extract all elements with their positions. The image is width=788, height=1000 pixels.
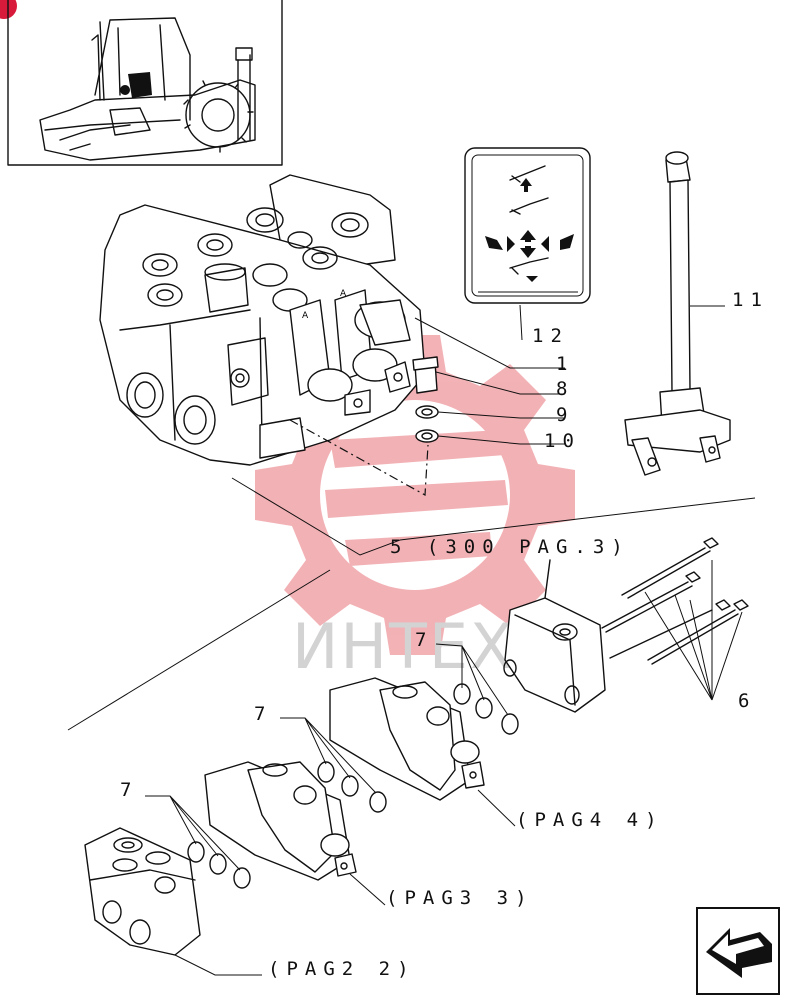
back-navigation-button[interactable] — [696, 907, 780, 995]
svg-text:A: A — [340, 289, 347, 299]
end-cover — [503, 559, 606, 713]
callout-11: 11 — [732, 289, 769, 311]
tie-rods — [601, 537, 749, 701]
control-lever — [624, 151, 731, 476]
callout-5: 5 (300 PAG.3) — [390, 536, 630, 558]
callout-7-bottom: 7 — [120, 779, 138, 801]
callout-pag44: (PAG4 4) — [516, 809, 664, 831]
callout-9: 9 — [556, 404, 574, 426]
svg-text:A: A — [302, 311, 309, 321]
leader-lines — [145, 304, 725, 976]
callout-8: 8 — [556, 378, 574, 400]
control-pattern-decal-icon — [464, 147, 591, 304]
callout-7-middle: 7 — [254, 703, 272, 725]
callout-7-top: 7 — [415, 629, 433, 651]
callout-pag22: (PAG2 2) — [268, 958, 416, 980]
tractor-thumbnail — [7, 0, 283, 166]
callout-pag33: (PAG3 3) — [386, 887, 534, 909]
control-valve-assembly: A A — [99, 174, 426, 466]
watermark-text: ИНТЕХ — [292, 610, 515, 683]
valve-section-3 — [204, 761, 357, 881]
callout-6: 6 — [738, 690, 756, 712]
callout-10: 10 — [544, 430, 581, 452]
callout-1: 1 — [556, 353, 574, 375]
valve-section-4 — [329, 677, 485, 801]
bolt-and-washers — [412, 356, 439, 443]
valve-section-2 — [84, 827, 201, 956]
callout-12: 12 — [532, 325, 569, 347]
